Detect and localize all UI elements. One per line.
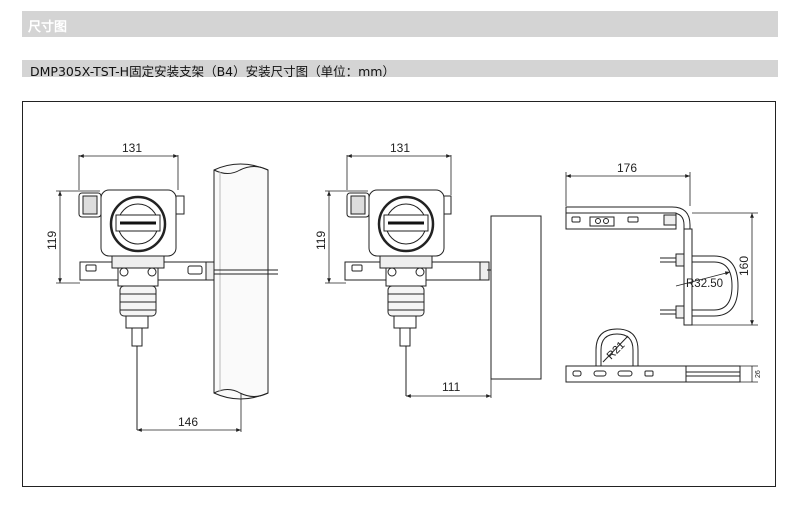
- view3-height-dimension: 160: [737, 256, 751, 276]
- bracket-plan-view: [565, 328, 741, 383]
- view2-offset-dimension: 111: [442, 380, 461, 394]
- section-header-bar: 尺寸图: [22, 11, 778, 37]
- view-bracket-detail: [565, 172, 758, 383]
- view-pipe-mount: [56, 154, 278, 432]
- section-title: 尺寸图: [28, 19, 68, 34]
- view3-small-dimension: 26: [755, 370, 762, 378]
- transmitter-housing: [346, 189, 452, 396]
- transmitter-housing: [78, 189, 185, 430]
- pipe: [213, 163, 269, 400]
- drawing-caption: DMP305X-TST-H固定安装支架（B4）安装尺寸图（单位：mm）: [30, 64, 395, 79]
- drawing-frame: [22, 101, 776, 487]
- view1-width-dimension: 131: [122, 141, 142, 155]
- dimension-lines-view1: [56, 154, 242, 432]
- view3-radius-small: R21: [605, 339, 628, 362]
- view3-radius-large: R32.50: [686, 278, 723, 290]
- view1-offset-dimension: 146: [178, 415, 198, 429]
- dimension-lines-view3: [565, 172, 758, 383]
- bracket-side-view: [565, 206, 739, 326]
- view2-width-dimension: 131: [390, 141, 410, 155]
- drawing-caption-bar: DMP305X-TST-H固定安装支架（B4）安装尺寸图（单位：mm）: [22, 60, 778, 79]
- wall-block: [490, 215, 542, 380]
- view1-height-dimension: 119: [45, 231, 59, 250]
- dimension-lines-view2: [325, 154, 492, 398]
- view2-height-dimension: 119: [314, 231, 328, 250]
- view-wall-mount: [325, 154, 542, 398]
- view3-width-dimension: 176: [617, 161, 637, 175]
